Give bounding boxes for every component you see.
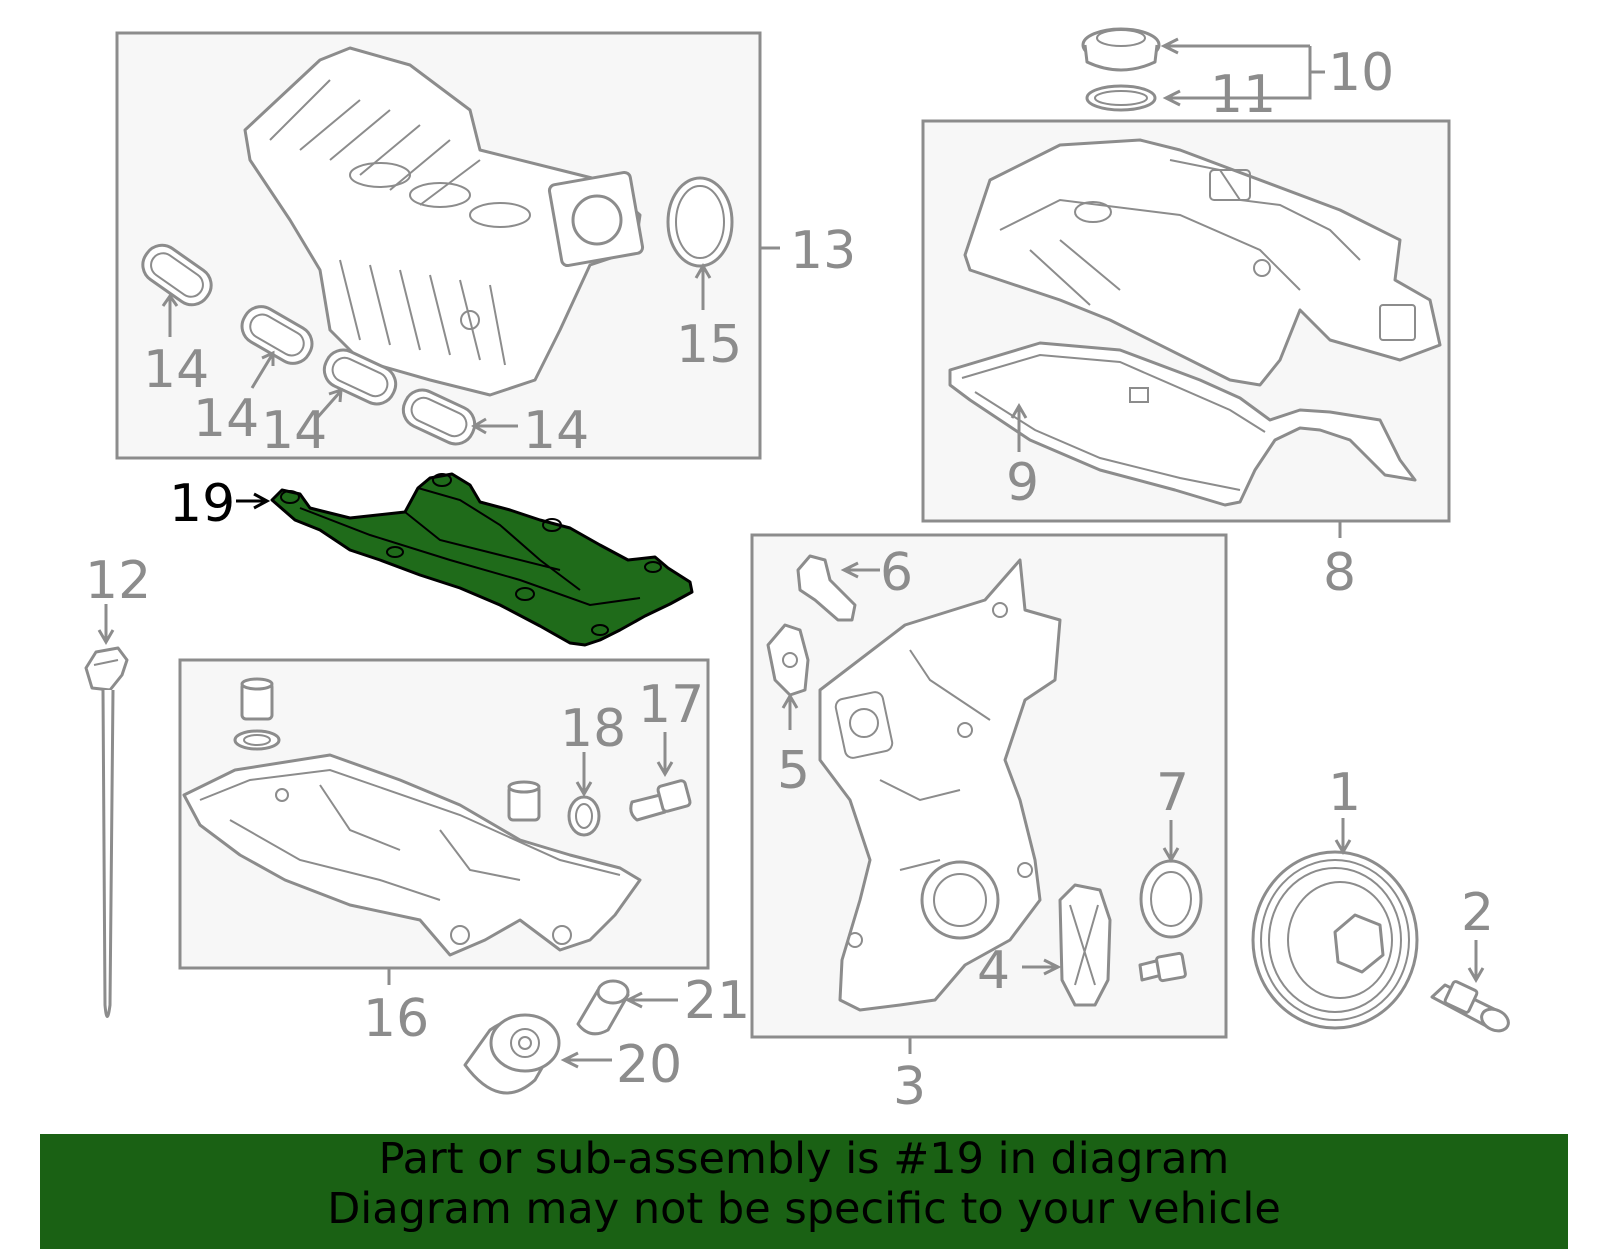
- callout-12: 12: [85, 551, 151, 611]
- throttle-body-gasket[interactable]: [666, 176, 734, 268]
- oil-filler-cap-seal[interactable]: [1085, 84, 1157, 112]
- callout-8: 8: [1323, 543, 1356, 603]
- intake-gasket-2[interactable]: [235, 300, 318, 370]
- intake-gasket-1[interactable]: [136, 238, 218, 312]
- oil-filler-cap[interactable]: [1081, 27, 1161, 72]
- callout-19: 19: [169, 474, 235, 534]
- intake-gasket-3[interactable]: [318, 344, 401, 410]
- crankshaft-pulley[interactable]: [1251, 850, 1419, 1030]
- callout-2: 2: [1461, 883, 1494, 943]
- callout-14-a: 14: [143, 340, 209, 400]
- callout-21: 21: [684, 971, 750, 1031]
- callout-14-d: 14: [523, 401, 589, 461]
- oil-filter[interactable]: [463, 1013, 561, 1095]
- drain-plug-bolt[interactable]: [629, 779, 692, 822]
- callout-11: 11: [1210, 65, 1276, 125]
- oil-pan-o-ring[interactable]: [233, 729, 281, 751]
- callout-14-c: 14: [261, 401, 327, 461]
- banner-line-2: Diagram may not be specific to your vehi…: [327, 1184, 1281, 1234]
- intake-manifold[interactable]: [243, 46, 645, 397]
- callout-20: 20: [616, 1035, 682, 1095]
- info-banner: Part or sub-assembly is #19 in diagram D…: [40, 1134, 1568, 1249]
- callout-6: 6: [880, 543, 913, 603]
- oil-pan-filter-element[interactable]: [240, 677, 274, 721]
- oil-pan-dowel[interactable]: [507, 780, 541, 822]
- callout-1: 1: [1328, 763, 1361, 823]
- valve-cover-gasket[interactable]: [948, 341, 1417, 507]
- banner-line-1: Part or sub-assembly is #19 in diagram: [378, 1134, 1230, 1184]
- callout-14-b: 14: [193, 389, 259, 449]
- callout-9: 9: [1006, 453, 1039, 513]
- callout-3: 3: [893, 1057, 926, 1117]
- chain-case-cover-4[interactable]: [1058, 883, 1112, 1007]
- crankshaft-oil-seal[interactable]: [1139, 859, 1203, 939]
- callout-15: 15: [676, 315, 742, 375]
- timing-cover-gasket-6[interactable]: [796, 554, 857, 622]
- drain-plug-washer[interactable]: [567, 795, 601, 837]
- cylinder-head-cover[interactable]: [963, 138, 1442, 387]
- intake-gasket-4[interactable]: [397, 384, 480, 450]
- callout-13: 13: [790, 221, 856, 281]
- callout-4: 4: [977, 941, 1010, 1001]
- callout-16: 16: [363, 989, 429, 1049]
- crankshaft-pulley-bolt[interactable]: [1430, 980, 1512, 1035]
- oil-dipstick[interactable]: [84, 646, 129, 1018]
- callout-10: 10: [1328, 43, 1394, 103]
- oil-filter-fitting[interactable]: [576, 979, 630, 1036]
- timing-cover-bolt[interactable]: [1138, 951, 1187, 983]
- timing-chain-cover[interactable]: [818, 558, 1062, 1012]
- callout-5: 5: [777, 741, 810, 801]
- oil-pan[interactable]: [182, 753, 642, 957]
- callout-17: 17: [638, 675, 704, 735]
- callout-7: 7: [1156, 763, 1189, 823]
- timing-cover-gasket-5[interactable]: [766, 623, 810, 697]
- part-19-engine-undercover[interactable]: [270, 472, 694, 647]
- callout-18: 18: [560, 699, 626, 759]
